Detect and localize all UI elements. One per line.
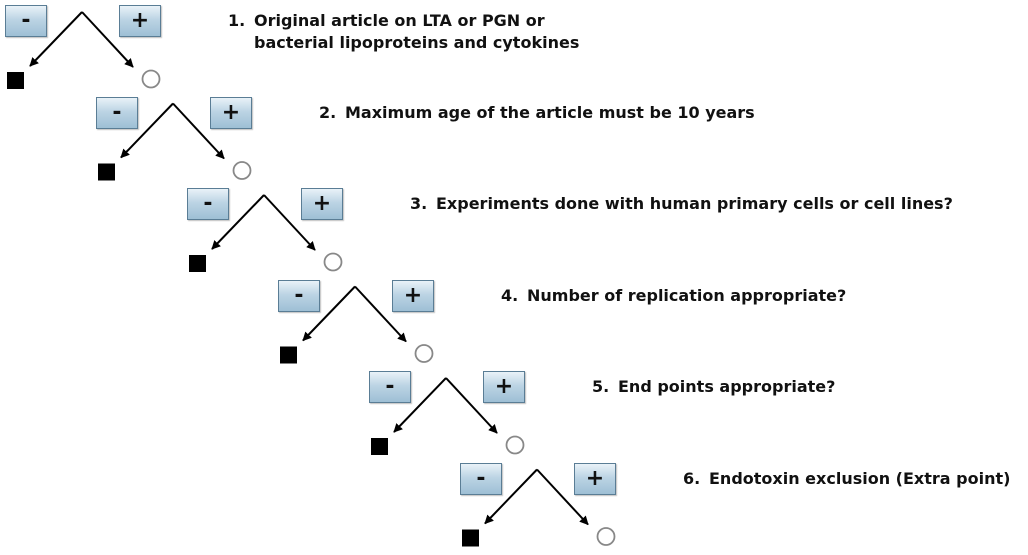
step-2-plus-box: + [210, 96, 252, 129]
step-3-right-arrow [263, 194, 316, 251]
step-2-right-arrow [172, 102, 225, 160]
step-5-criterion: 5. End points appropriate? [592, 376, 835, 398]
step-1-criterion: 1. Original article on LTA or PGN or bacte… [228, 10, 579, 54]
step-4-minus-box: - [278, 279, 320, 312]
step-number: 4. [501, 285, 519, 305]
step-text: Maximum age of the article must be 10 ye… [345, 102, 755, 122]
step-5-minus-box: - [369, 371, 411, 403]
step-1-excluded-square [7, 72, 24, 89]
step-6-plus-box: + [574, 462, 616, 495]
step-1-minus-box: - [5, 5, 47, 37]
step-4-included-circle [414, 344, 434, 363]
step-number: 2. [319, 102, 337, 122]
step-3-plus-box: + [301, 188, 343, 220]
step-text: Original article on LTA or PGN or [254, 11, 545, 30]
step-5-excluded-square [371, 438, 388, 455]
step-text-continued: bacterial lipoproteins and cytokines [254, 33, 580, 52]
step-4-left-arrow [302, 285, 356, 342]
step-3-included-circle [323, 252, 343, 272]
step-4-criterion: 4. Number of replication appropriate? [501, 285, 846, 307]
step-text: Endotoxin exclusion (Extra point) [709, 468, 1011, 488]
step-6-criterion: 6. Endotoxin exclusion (Extra point) [683, 468, 1010, 490]
step-4-right-arrow [354, 285, 407, 343]
step-4-excluded-square [280, 346, 297, 364]
step-2-minus-box: - [96, 96, 138, 129]
step-1-plus-box: + [119, 5, 161, 37]
step-text: Number of replication appropriate? [527, 285, 847, 305]
step-5-right-arrow [445, 377, 498, 434]
step-1-right-arrow [81, 11, 134, 68]
step-1-included-circle [141, 69, 161, 89]
step-text: Experiments done with human primary cell… [436, 194, 953, 213]
step-2-left-arrow [120, 102, 174, 159]
step-6-excluded-square [462, 529, 479, 547]
step-number: 1. [228, 11, 246, 30]
step-5-plus-box: + [483, 371, 525, 403]
step-5-left-arrow [393, 377, 447, 433]
step-5-included-circle [505, 435, 525, 455]
step-number: 6. [683, 468, 701, 488]
step-3-minus-box: - [187, 188, 229, 220]
step-2-criterion: 2. Maximum age of the article must be 10 … [319, 102, 755, 124]
step-text: End points appropriate? [618, 377, 836, 396]
step-6-minus-box: - [460, 462, 502, 495]
step-number: 3. [410, 194, 428, 213]
step-1-left-arrow [29, 11, 83, 67]
step-3-left-arrow [211, 194, 265, 250]
step-2-excluded-square [98, 163, 115, 181]
step-6-right-arrow [536, 468, 589, 526]
step-3-excluded-square [189, 255, 206, 272]
step-6-included-circle [596, 527, 616, 546]
step-3-criterion: 3. Experiments done with human primary ce… [410, 193, 953, 215]
step-6-left-arrow [484, 468, 538, 525]
step-2-included-circle [232, 161, 252, 180]
step-number: 5. [592, 377, 610, 396]
step-4-plus-box: + [392, 279, 434, 312]
